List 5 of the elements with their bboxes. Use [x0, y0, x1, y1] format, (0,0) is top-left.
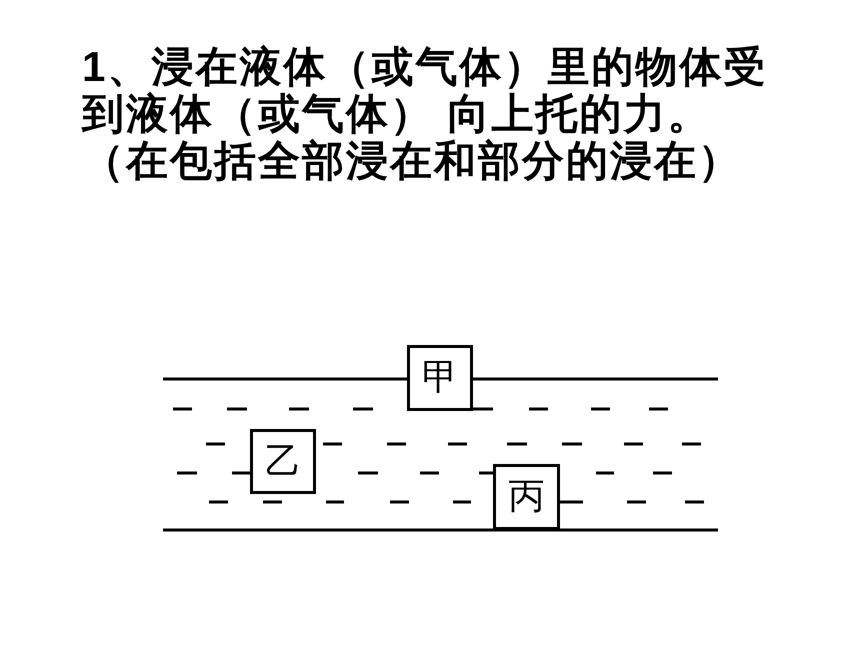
- note-text: （在包括全部浸在和部分的浸在）: [82, 137, 743, 184]
- object-box: 甲: [407, 345, 473, 411]
- statement-text: 1、浸在液体（或气体）里的物体受到液体（或气体） 向上托的力。: [82, 43, 768, 137]
- object-box: 乙: [250, 429, 316, 494]
- object-box: 丙: [493, 464, 560, 530]
